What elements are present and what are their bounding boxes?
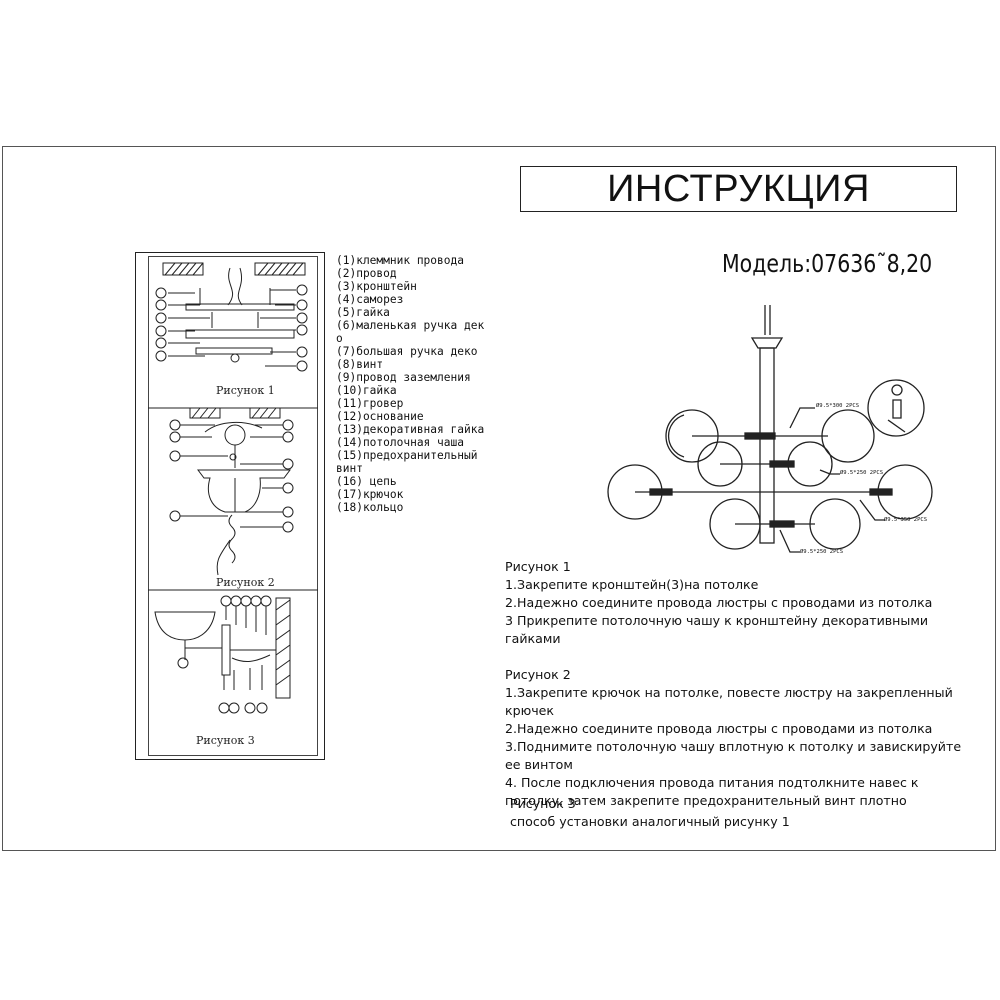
page-title: ИНСТРУКЦИЯ bbox=[520, 166, 957, 212]
figure-1-caption: Рисунок 1 bbox=[216, 384, 275, 397]
part-item: (2)провод bbox=[336, 267, 397, 280]
part-item: (14)потолочная чаша bbox=[336, 436, 464, 449]
part-item: (13)декоративная гайка bbox=[336, 423, 485, 436]
part-item: (18)кольцо bbox=[336, 501, 404, 514]
instruction-step: 1.Закрепите крючок на потолке, повесте л… bbox=[505, 685, 953, 718]
figure-2-heading: Рисунок 2 bbox=[505, 667, 571, 682]
part-item: (4)саморез bbox=[336, 293, 404, 306]
part-item: (1)клеммник провода bbox=[336, 254, 464, 267]
figures-inner-frame bbox=[148, 256, 318, 756]
instruction-step: 4. После подключения провода питания под… bbox=[505, 775, 919, 808]
part-item: (7)большая ручка деко bbox=[336, 345, 478, 358]
figure-3-heading: Рисунок 3 bbox=[510, 796, 576, 811]
instruction-step: 2.Надежно соедините провода люстры с про… bbox=[505, 721, 933, 736]
model-number: Модель:07636˜8,20 bbox=[722, 249, 933, 278]
part-item: (6)маленькая ручка деко bbox=[336, 319, 485, 345]
parts-list: (1)клеммник провода (2)провод (3)кронште… bbox=[336, 254, 486, 514]
instruction-step: 3.Поднимите потолочную чашу вплотную к п… bbox=[505, 739, 962, 772]
part-item: (5)гайка bbox=[336, 306, 390, 319]
part-item: (17)крючок bbox=[336, 488, 404, 501]
instructions-block-fig3: Рисунок 3 способ установки аналогичный р… bbox=[510, 795, 980, 831]
pipe-label: Ø9.5*300 2PCS bbox=[816, 403, 860, 409]
figures-frame bbox=[135, 252, 325, 760]
part-item: (9)провод заземления bbox=[336, 371, 471, 384]
instruction-sheet bbox=[2, 146, 996, 851]
instruction-step: 1.Закрепите кронштейн(3)на потолке bbox=[505, 577, 759, 592]
figure-3-caption: Рисунок 3 bbox=[196, 734, 255, 747]
part-item: (10)гайка bbox=[336, 384, 397, 397]
instruction-step: 2.Надежно соедините провода люстры с про… bbox=[505, 595, 933, 610]
part-item: (3)кронштейн bbox=[336, 280, 417, 293]
part-item: (11)гровер bbox=[336, 397, 404, 410]
figure-1-heading: Рисунок 1 bbox=[505, 559, 571, 574]
figure-2-caption: Рисунок 2 bbox=[216, 576, 275, 589]
part-item: (15)предохранительный винт bbox=[336, 449, 485, 475]
pipe-label: Ø9.5*250 2PCS bbox=[840, 470, 884, 476]
part-item: (16) цепь bbox=[336, 475, 397, 488]
pipe-label: Ø9.5*350 2PCS bbox=[884, 517, 928, 523]
part-item: (12)основание bbox=[336, 410, 424, 423]
pipe-label: Ø9.5*250 2PCS bbox=[800, 549, 844, 555]
instruction-step: 3 Прикрепите потолочную чашу к кронштейн… bbox=[505, 613, 929, 646]
instruction-step: способ установки аналогичный рисунку 1 bbox=[510, 814, 790, 829]
instructions-block: Рисунок 1 1.Закрепите кронштейн(3)на пот… bbox=[505, 558, 975, 810]
part-item: (8)винт bbox=[336, 358, 384, 371]
